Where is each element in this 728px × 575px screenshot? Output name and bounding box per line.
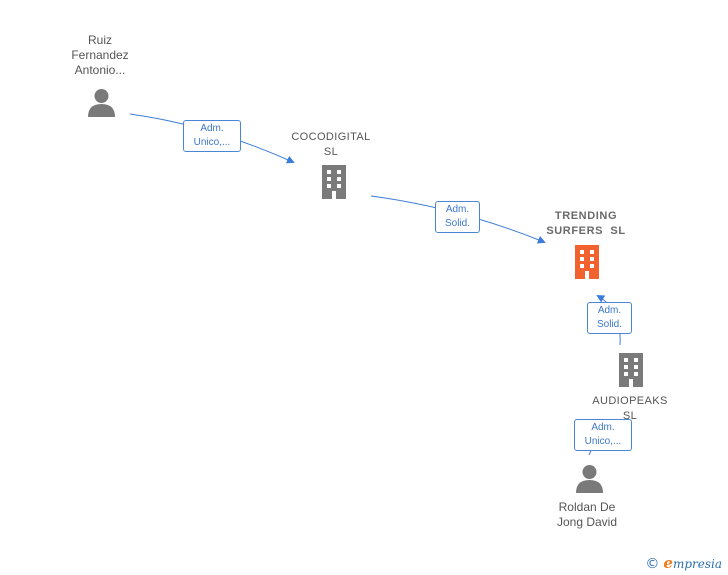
building-icon[interactable] bbox=[318, 164, 350, 200]
node-label-cocodigital: COCODIGITAL SL bbox=[271, 130, 391, 160]
edge-label-roldan-audiopeaks[interactable]: Adm. Unico,... bbox=[574, 419, 632, 451]
edge-label-ruiz-cocodigital[interactable]: Adm. Unico,... bbox=[183, 120, 241, 152]
brand-initial: e bbox=[663, 554, 673, 572]
node-label-ruiz: Ruiz Fernandez Antonio... bbox=[50, 33, 150, 78]
node-label-line: COCODIGITAL bbox=[291, 131, 371, 143]
node-label-line: Jong David bbox=[556, 515, 618, 529]
brand-name: mpresia bbox=[672, 557, 722, 571]
node-label-roldan: Roldan De Jong David bbox=[537, 500, 637, 530]
node-label-line: SURFERS SL bbox=[546, 225, 626, 237]
node-label-line: SL bbox=[323, 146, 339, 158]
node-label-line: Fernandez bbox=[71, 48, 129, 62]
copyright-icon: © bbox=[645, 556, 660, 572]
node-label-line: AUDIOPEAKS bbox=[592, 395, 668, 407]
edge-label-line: Unico,... bbox=[193, 137, 231, 148]
edge-label-audiopeaks-trending[interactable]: Adm. Solid. bbox=[587, 302, 632, 334]
edge-label-line: Adm. bbox=[200, 123, 224, 134]
edge-label-line: Unico,... bbox=[584, 436, 622, 447]
edge-label-cocodigital-trending[interactable]: Adm. Solid. bbox=[435, 201, 480, 233]
edge-label-line: Adm. bbox=[445, 204, 470, 215]
node-label-line: Ruiz bbox=[87, 33, 112, 47]
building-icon[interactable] bbox=[571, 244, 603, 280]
node-label-trending: TRENDING SURFERS SL bbox=[526, 209, 646, 239]
building-icon[interactable] bbox=[615, 352, 647, 388]
node-label-line: TRENDING bbox=[554, 210, 618, 222]
edge-label-line: Solid. bbox=[596, 319, 622, 330]
node-label-line: Roldan De bbox=[558, 500, 616, 514]
edge-label-line: Solid. bbox=[444, 218, 470, 229]
person-icon[interactable] bbox=[86, 88, 117, 118]
edge-label-line: Adm. bbox=[597, 305, 622, 316]
edge-label-line: Adm. bbox=[591, 422, 615, 433]
person-icon[interactable] bbox=[574, 464, 605, 494]
node-label-line: Antonio... bbox=[74, 63, 126, 77]
empresia-logo: ©empresia bbox=[645, 554, 722, 572]
